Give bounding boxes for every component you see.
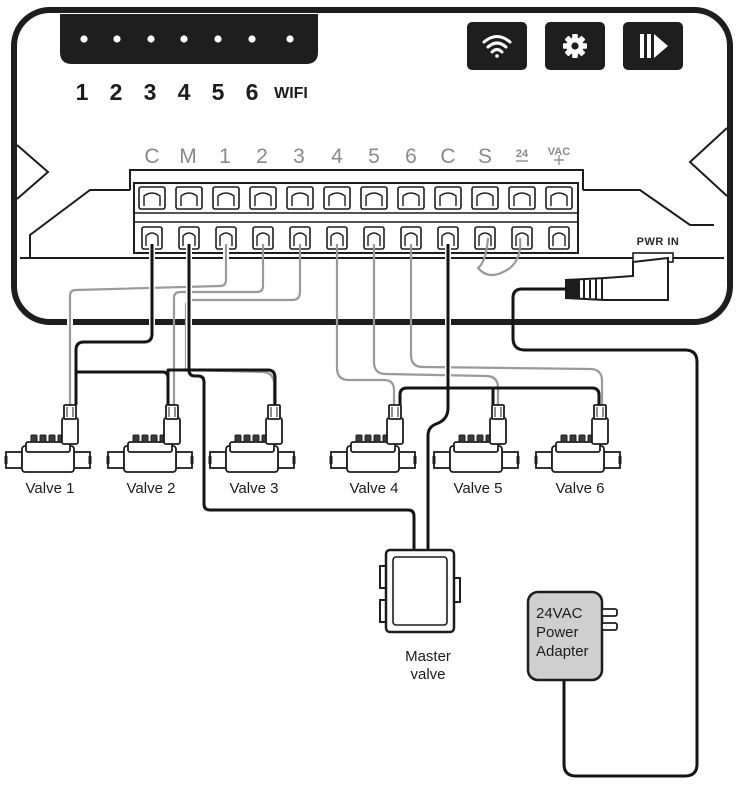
master-wire — [187, 244, 416, 552]
terminal-label-24: 24 — [516, 148, 529, 160]
zone-6-wire — [409, 244, 604, 405]
right-notch — [688, 127, 728, 197]
zone-label-1: 1 — [76, 79, 89, 105]
terminal-label-3: 3 — [293, 145, 305, 168]
zone-indicator-panel — [60, 14, 318, 64]
zone-label-3: 3 — [144, 79, 157, 105]
zone-label-4: 4 — [178, 79, 191, 105]
terminal-8[interactable] — [397, 186, 425, 250]
terminal-label-m: M — [179, 145, 197, 168]
terminal-label-c2: C — [440, 145, 455, 168]
sensor-jumper — [476, 237, 522, 277]
zone-indicator-labels: 1 2 3 4 5 6 WIFI — [76, 79, 308, 105]
common-wire-4 — [426, 244, 450, 552]
common-wires — [73, 244, 601, 552]
valve-label-4: Valve 4 — [350, 480, 399, 497]
zone-5-wire — [372, 244, 500, 405]
terminal-label-2: 2 — [256, 145, 268, 168]
wifi-button[interactable] — [467, 22, 527, 70]
valve-3 — [208, 404, 296, 473]
terminal-7[interactable] — [360, 186, 388, 250]
valve-labels: Valve 1 Valve 2 Valve 3 Valve 4 Valve 5 … — [26, 480, 605, 497]
valve-label-5: Valve 5 — [454, 480, 503, 497]
terminal-2[interactable] — [175, 186, 203, 250]
led-dot-3 — [147, 35, 155, 43]
terminal-label-5: 5 — [368, 145, 380, 168]
terminal-block — [133, 182, 579, 254]
terminal-label-vac: VAC — [548, 146, 570, 158]
valve-label-3: Valve 3 — [230, 480, 279, 497]
valve-label-1: Valve 1 — [26, 480, 75, 497]
terminal-1[interactable] — [138, 186, 166, 250]
settings-button[interactable] — [545, 22, 605, 70]
led-dot-6 — [248, 35, 256, 43]
terminal-4[interactable] — [249, 186, 277, 250]
terminal-10[interactable] — [471, 186, 499, 250]
terminal-slots — [138, 186, 573, 250]
terminal-label-6: 6 — [405, 145, 417, 168]
skip-button[interactable] — [623, 22, 683, 70]
power-adapter: 24VAC Power Adapter — [526, 590, 618, 682]
master-valve — [379, 548, 461, 634]
zone-wires — [67, 237, 604, 405]
terminal-label-s: S — [478, 145, 492, 168]
terminal-11[interactable] — [508, 186, 536, 250]
adapter-label-line1: 24VAC — [536, 605, 583, 622]
zone-label-5: 5 — [212, 79, 225, 105]
wifi-icon — [482, 35, 512, 58]
common-wire-2 — [76, 370, 170, 405]
terminal-3[interactable] — [212, 186, 240, 250]
power-port-label: PWR IN — [637, 236, 680, 248]
led-dot-5 — [214, 35, 222, 43]
zone-2-wire — [172, 244, 265, 405]
master-valve-label-line1: Master — [405, 648, 451, 665]
terminal-label-c: C — [144, 145, 159, 168]
valve-5 — [432, 404, 520, 473]
valve-1 — [4, 404, 92, 473]
valve-group — [4, 404, 622, 473]
led-dot-4 — [180, 35, 188, 43]
common-wire-1 — [74, 244, 154, 405]
terminal-label-4: 4 — [331, 145, 343, 168]
valve-label-2: Valve 2 — [127, 480, 176, 497]
zone-1-wire — [68, 244, 228, 405]
skip-forward-icon — [640, 34, 668, 58]
power-cable — [511, 287, 699, 778]
terminal-6[interactable] — [323, 186, 351, 250]
terminal-label-1: 1 — [219, 145, 231, 168]
led-dot-wifi — [286, 35, 294, 43]
common-wire-3 — [166, 368, 277, 405]
zone-label-6: 6 — [246, 79, 259, 105]
adapter-label-line3: Adapter — [536, 643, 589, 660]
gear-icon — [563, 34, 587, 58]
terminal-labels: C M 1 2 3 4 5 6 C S 24 VAC — [144, 145, 570, 168]
common-wire-5 — [398, 386, 601, 405]
zone-label-2: 2 — [110, 79, 123, 105]
valve-label-6: Valve 6 — [556, 480, 605, 497]
valve-2 — [106, 404, 194, 473]
adapter-label-line2: Power — [536, 624, 579, 641]
terminal-5[interactable] — [286, 186, 314, 250]
terminal-12[interactable] — [545, 186, 573, 250]
led-dot-1 — [80, 35, 88, 43]
valve-6 — [534, 404, 622, 473]
zone-4-wire — [335, 244, 396, 405]
wifi-indicator-label: WIFI — [274, 85, 308, 102]
master-valve-label-line2: valve — [410, 666, 445, 683]
power-jack[interactable] — [565, 252, 674, 301]
valve-4 — [329, 404, 417, 473]
adapter-prongs — [601, 608, 618, 631]
left-notch — [16, 144, 50, 200]
led-dot-2 — [113, 35, 121, 43]
